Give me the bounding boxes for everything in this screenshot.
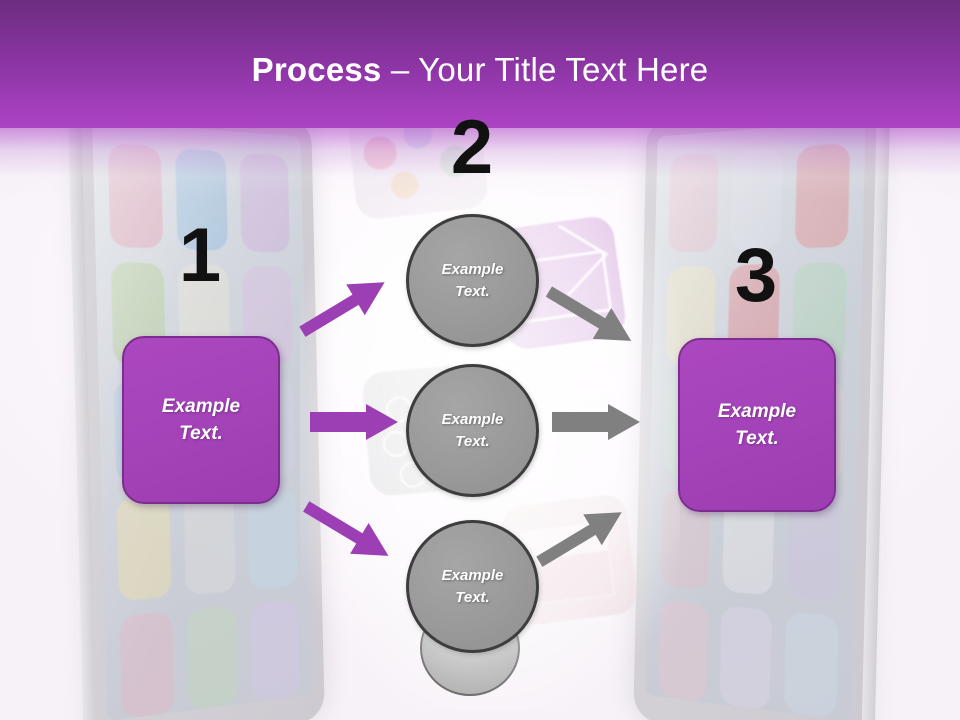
title-band	[0, 0, 960, 128]
step-circle-1-line2: Text.	[455, 282, 490, 300]
arrow-left-to-circle-2	[310, 404, 402, 440]
step-circle-2-line2: Text.	[455, 432, 490, 450]
step-number-2: 2	[450, 105, 494, 190]
step-number-1: 1	[178, 213, 222, 298]
step-circle-1-line1: Example	[441, 260, 504, 278]
step-box-left-line2: Text.	[179, 423, 223, 444]
step-circle-3-label: Example Text.	[442, 565, 504, 609]
step-box-left-line1: Example	[161, 396, 241, 417]
step-circle-3[interactable]: Example Text.	[406, 520, 539, 653]
step-number-3: 3	[734, 233, 778, 318]
step-circle-3-line1: Example	[441, 566, 504, 584]
step-box-right-line2: Text.	[735, 428, 779, 449]
step-box-right-label: Example Text.	[718, 398, 796, 452]
arrow-circle-3-to-right	[536, 498, 646, 574]
arrow-left-to-circle-3	[303, 500, 409, 576]
page-title-rest: – Your Title Text Here	[381, 51, 709, 88]
step-circle-2-line1: Example	[441, 410, 504, 428]
step-box-right[interactable]: Example Text.	[678, 338, 836, 512]
step-box-left-label: Example Text.	[162, 393, 240, 447]
arrow-circle-1-to-right	[545, 286, 652, 362]
step-box-right-line1: Example	[717, 401, 797, 422]
arrow-circle-2-to-right	[552, 404, 644, 440]
page-title-strong: Process	[251, 51, 382, 88]
step-circle-1-label: Example Text.	[442, 259, 504, 303]
step-circle-2-label: Example Text.	[442, 409, 504, 453]
step-box-left[interactable]: Example Text.	[122, 336, 280, 504]
arrow-left-to-circle-1	[299, 268, 409, 344]
page-title: Process – Your Title Text Here	[0, 50, 960, 90]
step-circle-2[interactable]: Example Text.	[406, 364, 539, 497]
step-circle-1[interactable]: Example Text.	[406, 214, 539, 347]
step-circle-3-line2: Text.	[455, 588, 490, 606]
